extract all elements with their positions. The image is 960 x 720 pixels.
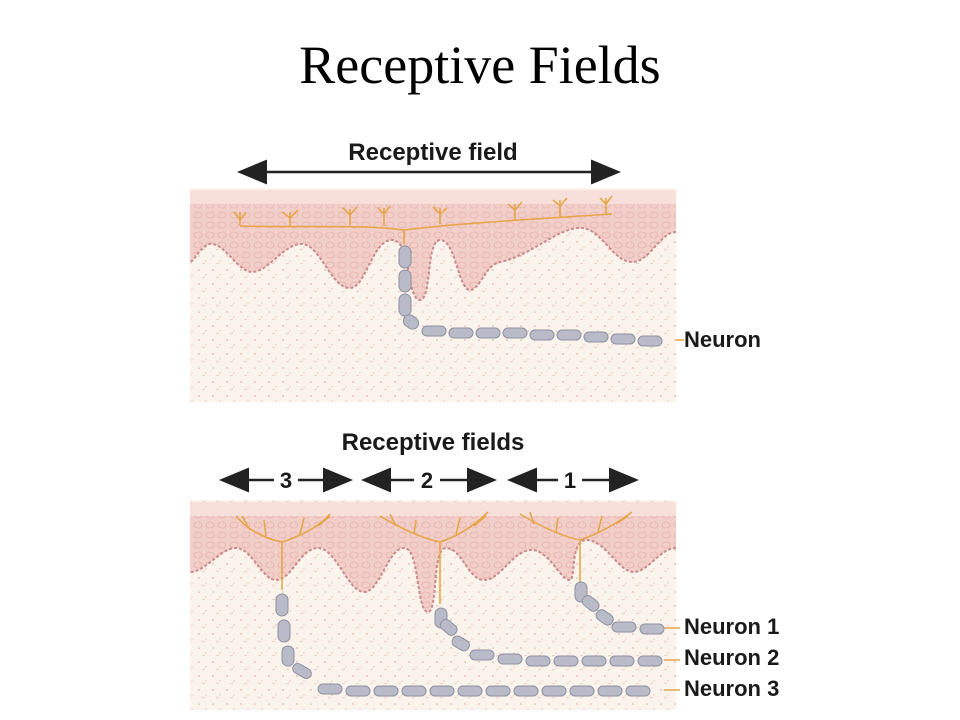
neuron-2-label: Neuron 2 — [684, 645, 779, 670]
top-field-label: Receptive field — [348, 139, 517, 166]
neuron-3-axon — [275, 593, 651, 697]
bottom-stratum-corneum — [190, 502, 676, 516]
top-skin-panel: Receptive field Neuron — [189, 139, 761, 402]
field-2-number: 2 — [421, 468, 433, 493]
top-nerve-endings — [233, 195, 684, 341]
neuron-3-label: Neuron 3 — [684, 676, 779, 701]
field-1-number: 1 — [564, 468, 576, 493]
bottom-skin-panel: 3 2 1 Receptive fields Neuron 1 Neuron 2… — [189, 429, 779, 710]
top-neuron-label: Neuron — [684, 327, 761, 352]
top-basement-line — [189, 226, 677, 302]
bottom-fields-label: Receptive fields — [342, 429, 525, 456]
neuron-1-label: Neuron 1 — [684, 614, 779, 639]
neuron-1-axon — [574, 581, 665, 635]
top-myelinated-axon — [398, 245, 663, 347]
bottom-nerve-endings — [235, 511, 680, 691]
neuron-2-axon — [434, 607, 663, 667]
field-3-number: 3 — [280, 468, 292, 493]
slide-title: Receptive Fields — [299, 35, 661, 95]
